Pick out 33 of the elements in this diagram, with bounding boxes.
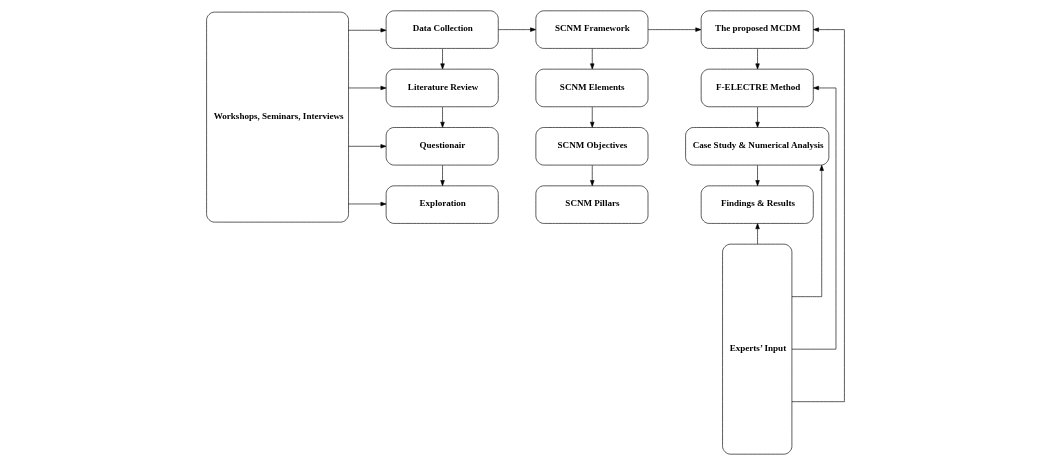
arrow bbox=[791, 27, 845, 402]
arrow bbox=[440, 48, 445, 70]
node-box: SCNM Pillars bbox=[535, 185, 649, 224]
arrow bbox=[755, 165, 760, 186]
node-box: SCNM Objectives bbox=[535, 127, 649, 166]
node-box: Data Collection bbox=[385, 10, 499, 49]
node-box: The proposed MCDM bbox=[700, 10, 814, 49]
arrow bbox=[440, 165, 445, 186]
arrow bbox=[590, 48, 595, 70]
arrow bbox=[348, 28, 387, 33]
arrow bbox=[590, 165, 595, 186]
node-box: F-ELECTRE Method bbox=[700, 68, 814, 108]
node-box: Exploration bbox=[385, 185, 499, 224]
node-box: Findings & Results bbox=[700, 185, 814, 224]
node-box: SCNM Elements bbox=[535, 68, 649, 108]
arrow bbox=[348, 85, 387, 91]
node-box: Literature Review bbox=[385, 68, 499, 108]
arrow bbox=[440, 106, 445, 128]
arrow bbox=[791, 165, 824, 297]
arrow bbox=[755, 106, 760, 128]
arrow bbox=[348, 144, 387, 149]
node-box: Case Study & Numerical Analysis bbox=[685, 127, 830, 166]
arrow bbox=[755, 223, 760, 245]
arrow bbox=[755, 48, 760, 70]
node-box: Questionair bbox=[385, 127, 499, 166]
arrow bbox=[590, 106, 595, 128]
arrow bbox=[791, 85, 837, 350]
arrow bbox=[348, 201, 387, 207]
node-box: Experts’ Input bbox=[722, 243, 793, 455]
node-box: SCNM Framework bbox=[535, 10, 649, 49]
arrow bbox=[647, 27, 702, 32]
node-box: Workshops, Seminars, Interviews bbox=[206, 11, 349, 223]
arrow bbox=[498, 27, 537, 32]
